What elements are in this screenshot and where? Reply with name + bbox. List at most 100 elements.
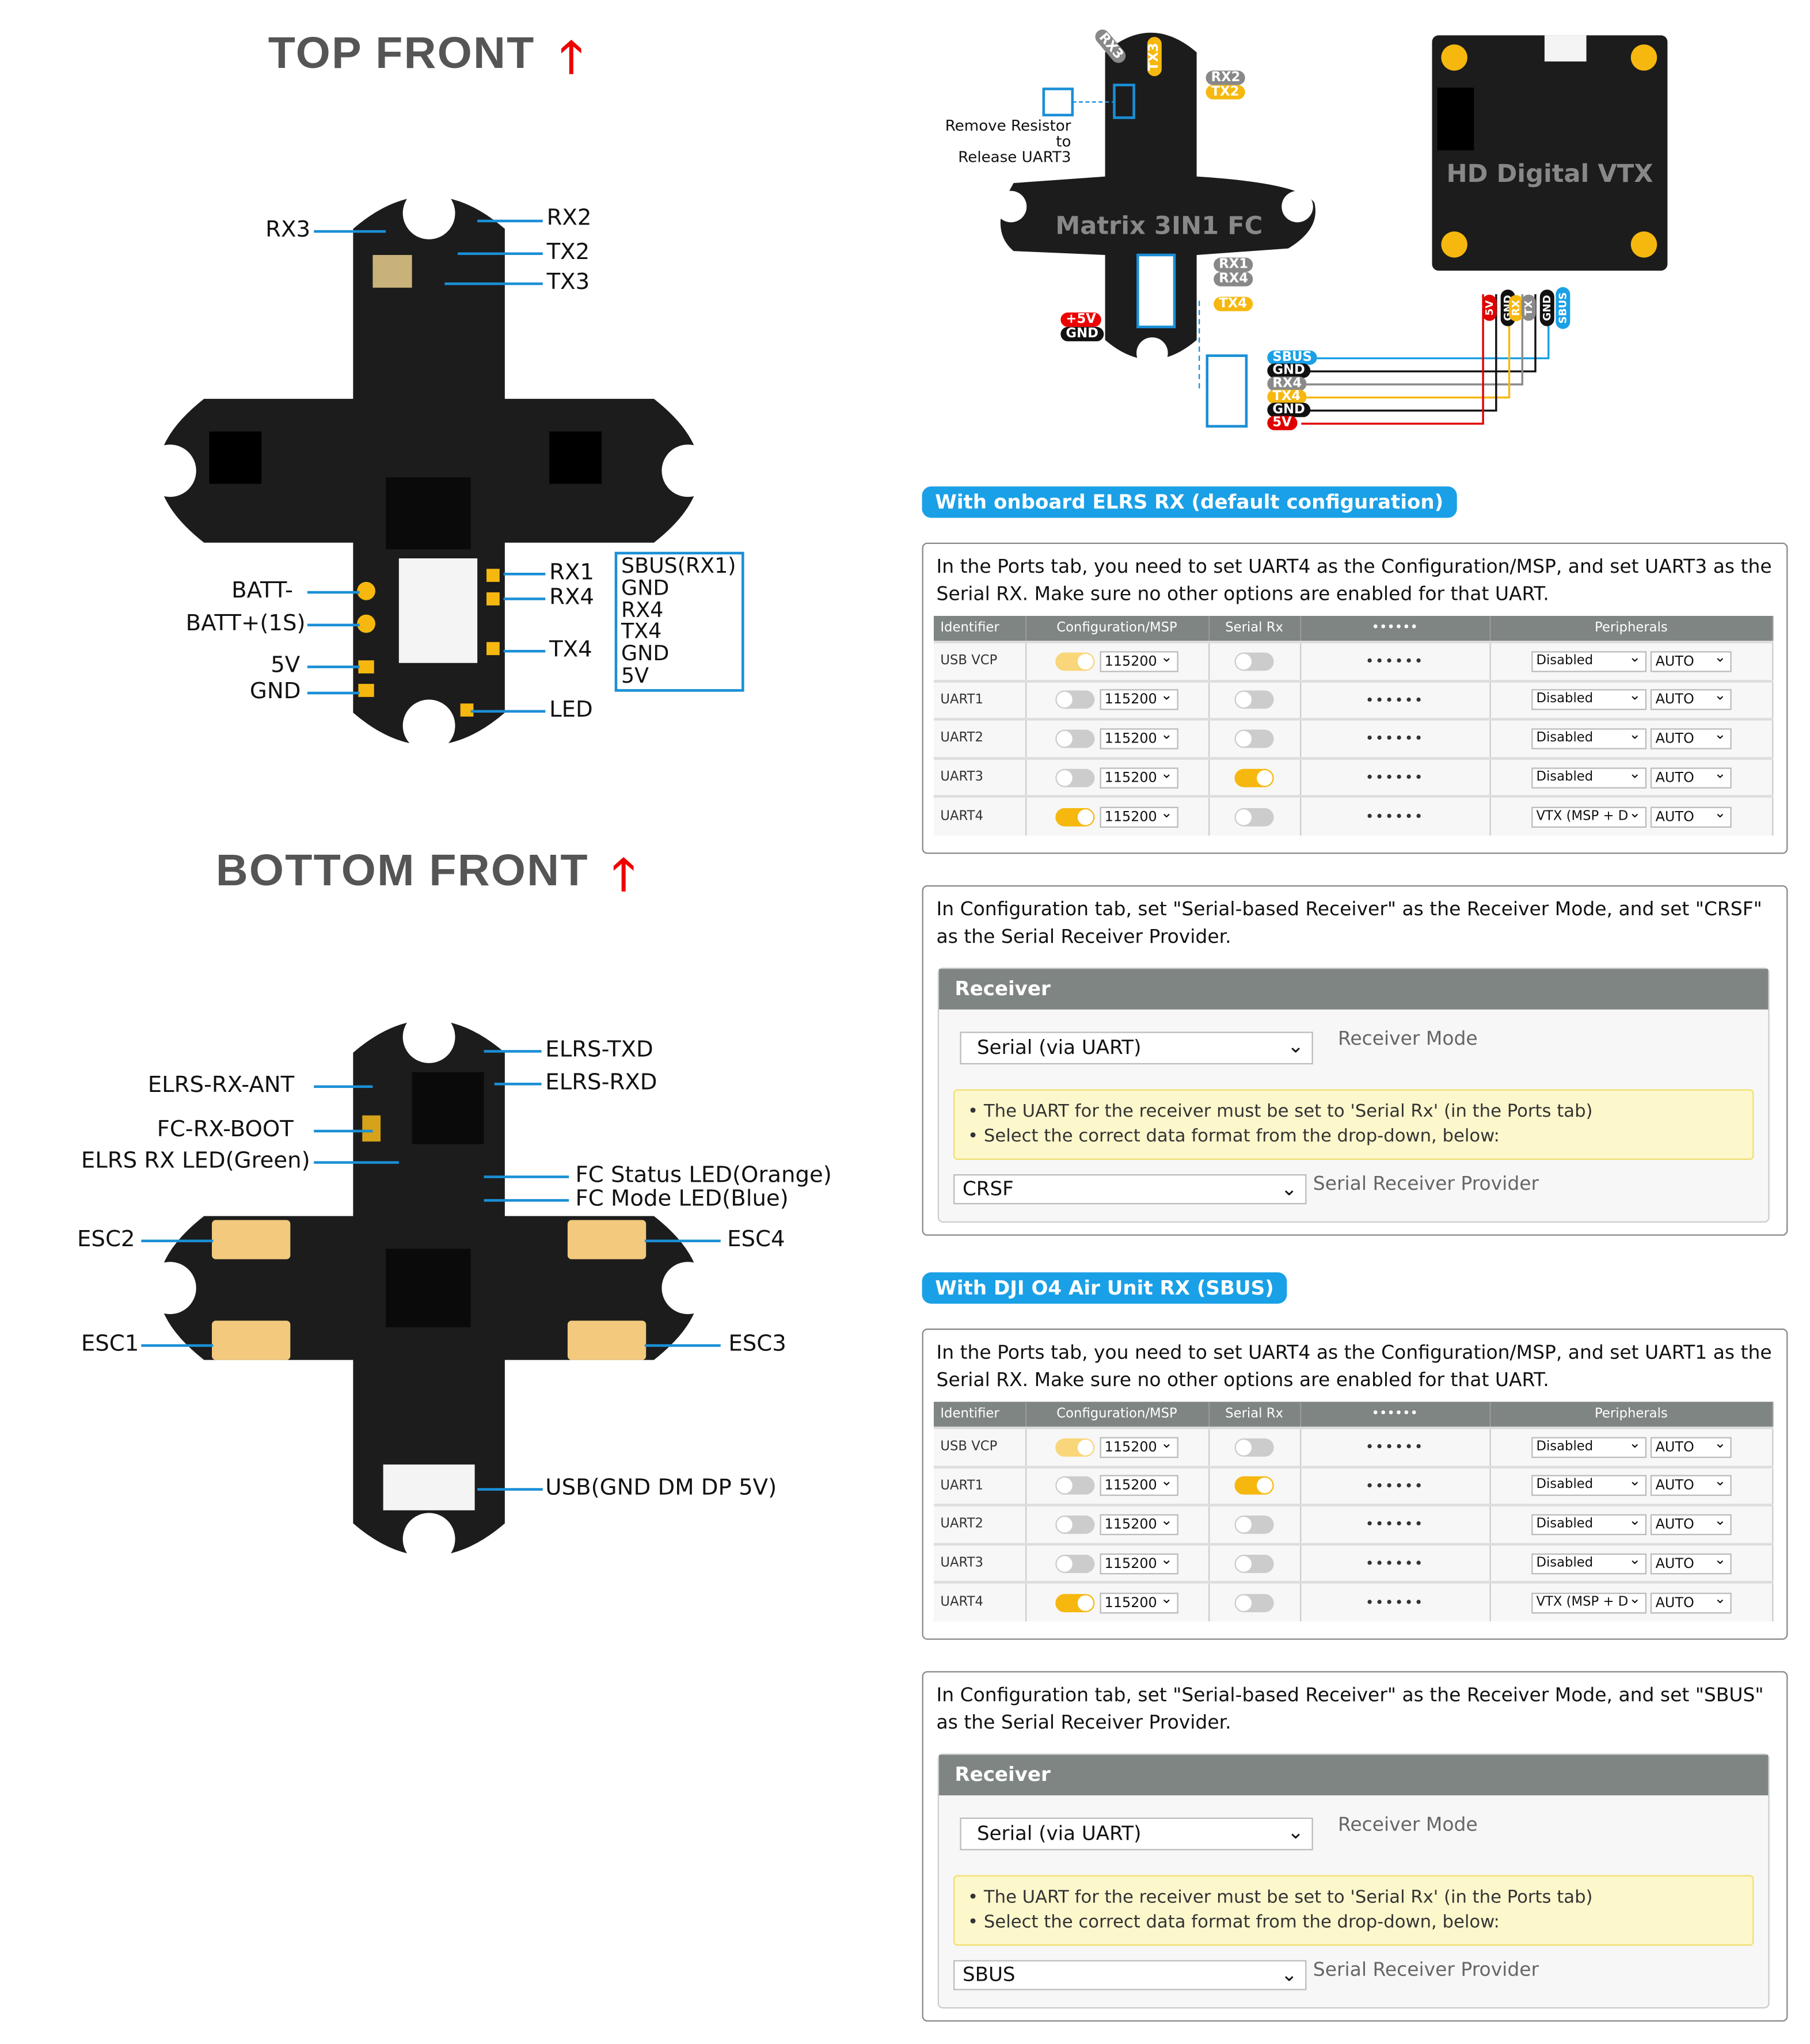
peripheral-baud-select[interactable]: AUTO — [1650, 1590, 1732, 1613]
port-row: USB VCP 115200 •••••• Disabled AUTO — [933, 1426, 1774, 1467]
port-row: UART3 115200 •••••• Disabled AUTO — [933, 1543, 1774, 1583]
serial-provider-label: Serial Receiver Provider — [1313, 1174, 1539, 1196]
peripheral-baud-select[interactable]: AUTO — [1650, 1434, 1732, 1458]
serial-rx-toggle[interactable] — [1234, 1438, 1274, 1457]
receiver-mode-select[interactable]: Serial (via UART)⌄ — [960, 1031, 1313, 1065]
vtx-pin-label: GND — [1539, 290, 1554, 326]
harness-label: TX4 — [1267, 389, 1306, 404]
label-5v: 5V — [271, 652, 301, 679]
msp-toggle[interactable] — [1056, 691, 1096, 710]
peripheral-select[interactable]: Disabled — [1531, 687, 1647, 711]
up-arrow-icon: 🡑 — [560, 31, 583, 84]
baud-select[interactable]: 115200 — [1099, 1550, 1178, 1574]
peripheral-baud-select[interactable]: AUTO — [1650, 1550, 1732, 1574]
serial-rx-toggle[interactable] — [1234, 652, 1274, 671]
msp-toggle[interactable] — [1056, 1593, 1096, 1612]
serial-rx-toggle[interactable] — [1234, 1476, 1274, 1495]
peripheral-select[interactable]: VTX (MSP + D — [1531, 1590, 1647, 1613]
peripheral-baud-select[interactable]: AUTO — [1650, 804, 1732, 828]
label-rx1: RX1 — [549, 559, 594, 586]
serial-rx-toggle[interactable] — [1234, 1515, 1274, 1534]
msp-toggle[interactable] — [1056, 1438, 1096, 1457]
peripheral-select[interactable]: VTX (MSP + D — [1531, 804, 1647, 828]
hidden-columns: •••••• — [1300, 1543, 1490, 1583]
receiver-mode-label: Receiver Mode — [1337, 1815, 1478, 1836]
serial-provider-select[interactable]: CRSF⌄ — [953, 1174, 1307, 1205]
label-elrs-rx-ant: ELRS-RX-ANT — [147, 1072, 295, 1099]
label-elrs-txd: ELRS-TXD — [545, 1037, 653, 1063]
hidden-columns: •••••• — [1300, 795, 1490, 836]
serial-rx-toggle[interactable] — [1234, 1554, 1274, 1573]
harness-label: RX4 — [1267, 376, 1307, 391]
baud-select[interactable]: 115200 — [1099, 764, 1178, 788]
receiver-mode-label: Receiver Mode — [1337, 1029, 1478, 1050]
baud-select[interactable]: 115200 — [1099, 687, 1178, 711]
harness-label: SBUS — [1267, 350, 1317, 365]
serial-rx-toggle[interactable] — [1234, 729, 1274, 748]
label-fc-mode-led: FC Mode LED(Blue) — [575, 1186, 789, 1212]
pad-tx2: TX2 — [1206, 85, 1245, 100]
peripheral-baud-select[interactable]: AUTO — [1650, 687, 1732, 711]
msp-toggle[interactable] — [1056, 729, 1096, 748]
serial-provider-value: SBUS — [962, 1962, 1016, 1986]
serial-rx-toggle[interactable] — [1234, 808, 1274, 826]
port-row: UART1 115200 •••••• Disabled AUTO — [933, 1465, 1774, 1506]
msp-toggle[interactable] — [1056, 768, 1096, 787]
baud-select[interactable]: 115200 — [1099, 648, 1178, 672]
baud-select[interactable]: 115200 — [1099, 804, 1178, 828]
ports-panel: In the Ports tab, you need to set UART4 … — [922, 1329, 1788, 1640]
peripheral-select[interactable]: Disabled — [1531, 726, 1647, 749]
baud-select[interactable]: 115200 — [1099, 1473, 1178, 1497]
port-row: UART2 115200 •••••• Disabled AUTO — [933, 718, 1774, 759]
label-gnd: GND — [249, 679, 301, 705]
label-rx4: RX4 — [549, 584, 594, 611]
serial-rx-toggle[interactable] — [1234, 691, 1274, 710]
peripheral-baud-select[interactable]: AUTO — [1650, 1512, 1732, 1535]
receiver-title: Receiver — [939, 969, 1769, 1010]
peripheral-baud-select[interactable]: AUTO — [1650, 726, 1732, 749]
receiver-mode-select[interactable]: Serial (via UART)⌄ — [960, 1817, 1313, 1851]
harness-wire — [1301, 294, 1537, 372]
top-front-title: TOP FRONT — [268, 28, 535, 79]
baud-select[interactable]: 115200 — [1099, 1512, 1178, 1535]
msp-toggle[interactable] — [1056, 1554, 1096, 1573]
peripheral-select[interactable]: Disabled — [1531, 648, 1647, 672]
pad-tx3: TX3 — [1147, 37, 1162, 77]
harness-wire — [1301, 294, 1484, 425]
port-row: UART2 115200 •••••• Disabled AUTO — [933, 1503, 1774, 1544]
peripheral-select[interactable]: Disabled — [1531, 1434, 1647, 1458]
peripheral-select[interactable]: Disabled — [1531, 1512, 1647, 1535]
peripheral-baud-select[interactable]: AUTO — [1650, 1473, 1732, 1497]
serial-rx-toggle[interactable] — [1234, 768, 1274, 787]
msp-toggle[interactable] — [1056, 1515, 1096, 1534]
harness-wire — [1301, 294, 1497, 412]
baud-select[interactable]: 115200 — [1099, 1590, 1178, 1613]
msp-toggle[interactable] — [1056, 1476, 1096, 1495]
receiver-box: Receiver Serial (via UART)⌄ Receiver Mod… — [937, 1753, 1770, 2009]
harness-label: 5V — [1267, 416, 1297, 431]
msp-toggle[interactable] — [1056, 652, 1096, 671]
serial-rx-toggle[interactable] — [1234, 1593, 1274, 1612]
baud-select[interactable]: 115200 — [1099, 726, 1178, 749]
bottom-pcb-image — [143, 1011, 714, 1566]
baud-select[interactable]: 115200 — [1099, 1434, 1178, 1458]
peripheral-select[interactable]: Disabled — [1531, 1473, 1647, 1497]
column-header: Peripherals — [1489, 615, 1774, 642]
receiver-note-line: • The UART for the receiver must be set … — [968, 1887, 1593, 1908]
peripheral-baud-select[interactable]: AUTO — [1650, 764, 1732, 788]
peripheral-select[interactable]: Disabled — [1531, 764, 1647, 788]
pin-label: 5V — [621, 663, 649, 688]
msp-toggle[interactable] — [1056, 808, 1096, 826]
hidden-columns: •••••• — [1300, 718, 1490, 759]
pin-label: TX4 — [621, 619, 662, 644]
pin-label: GND — [621, 575, 670, 600]
chevron-down-icon: ⌄ — [1287, 1034, 1304, 1058]
label-fc-rx-boot: FC-RX-BOOT — [157, 1117, 294, 1143]
vtx-pin-label: TX — [1521, 295, 1536, 321]
port-identifier: UART1 — [933, 1465, 1026, 1506]
serial-provider-select[interactable]: SBUS⌄ — [953, 1960, 1307, 1990]
peripheral-select[interactable]: Disabled — [1531, 1550, 1647, 1574]
peripheral-baud-select[interactable]: AUTO — [1650, 648, 1732, 672]
